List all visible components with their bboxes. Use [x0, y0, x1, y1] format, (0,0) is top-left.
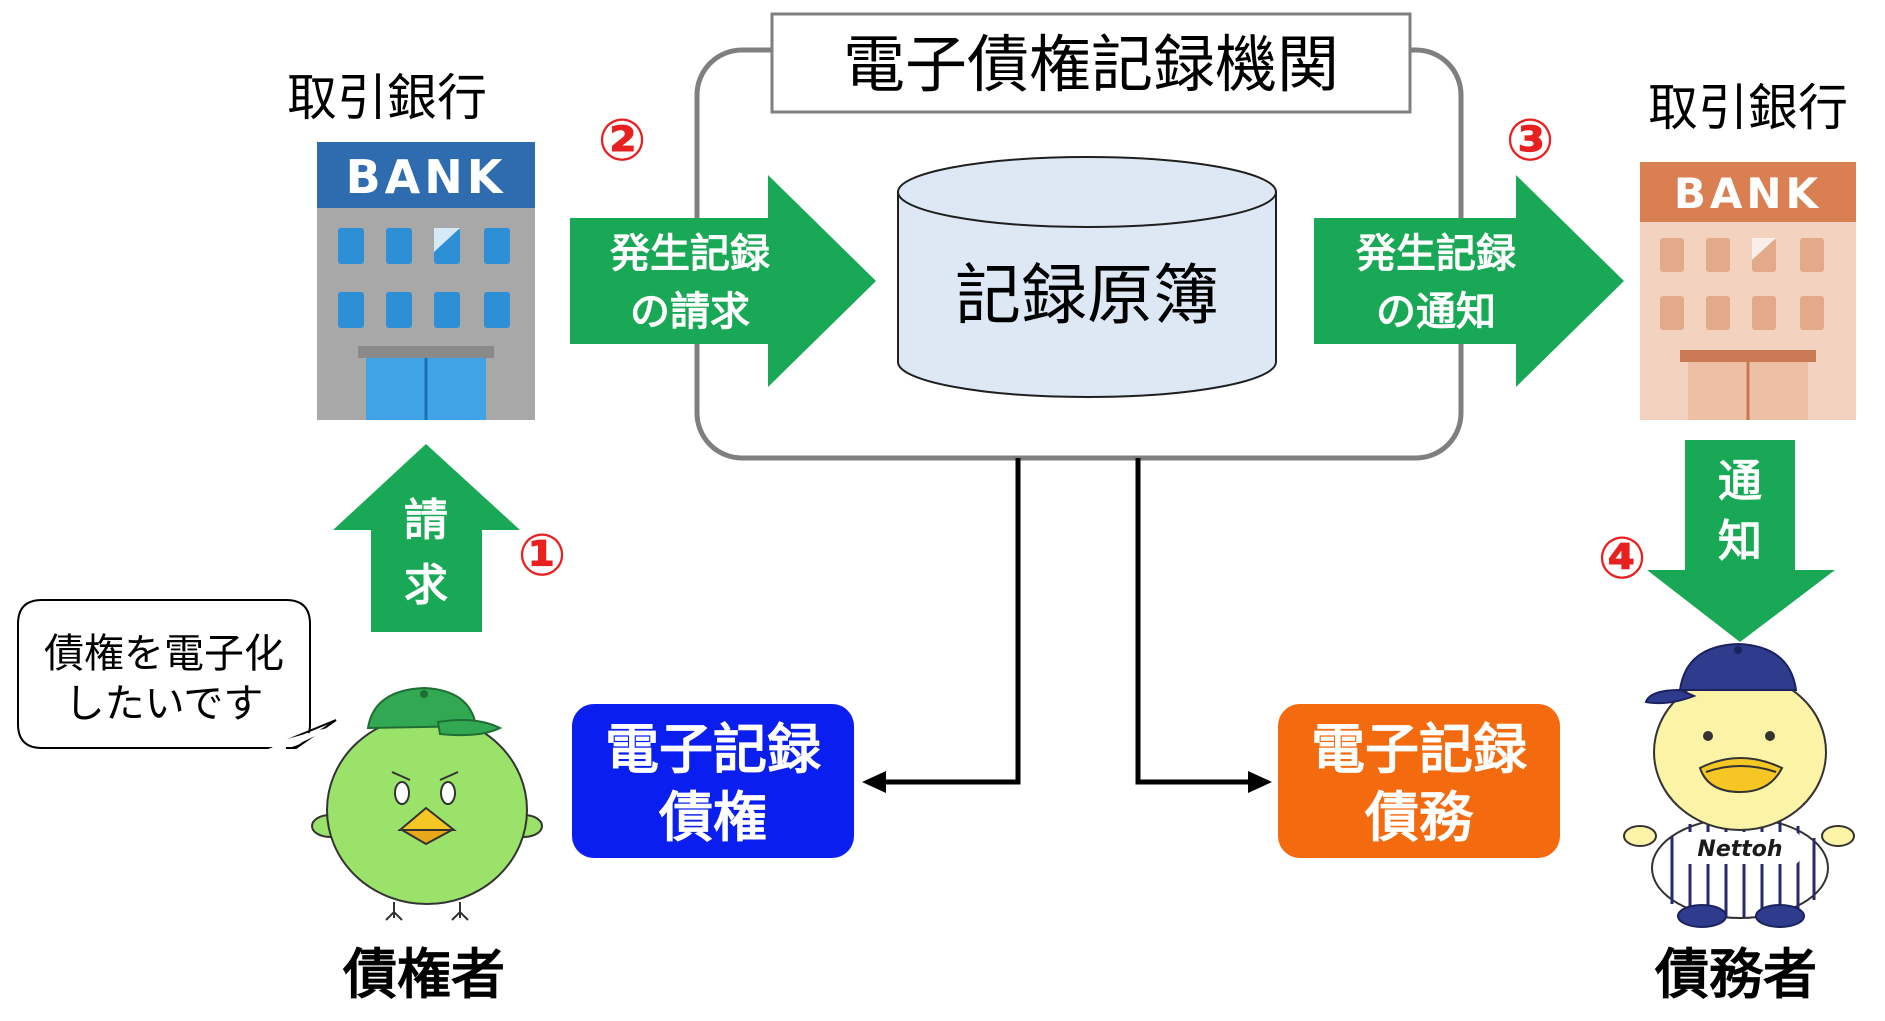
step-3-label-line1: 発生記録 [1356, 231, 1517, 277]
organization-title: 電子債権記録機関 [843, 28, 1339, 101]
line-to-claim-arrowhead [862, 771, 886, 793]
step-2-label-line2: の請求 [630, 289, 750, 335]
claim-line1: 電子記録 [605, 718, 822, 781]
debtor-character: Nettoh 債務者 [1623, 642, 1855, 1006]
step-3-number: ③ [1505, 106, 1554, 174]
ledger-cylinder-body [897, 191, 1277, 398]
step-1-arrow: 請 求 [333, 444, 520, 632]
connector-lines [862, 458, 1272, 793]
step-3-label-line2: の通知 [1376, 289, 1496, 335]
step-3-arrow: 発生記録 の通知 [1314, 175, 1624, 387]
ledger-database: 記録原簿 [897, 156, 1277, 398]
step-1-number: ① [517, 521, 566, 589]
green-bird-icon [311, 686, 543, 921]
left-bank-label: 取引銀行 [287, 69, 487, 127]
debt-line1: 電子記録 [1311, 718, 1528, 781]
step-2-number: ② [597, 106, 646, 174]
right-bank: 取引銀行 BANK [1640, 79, 1856, 420]
left-bank: 取引銀行 BANK [287, 69, 535, 420]
creditor-label: 債権者 [342, 943, 505, 1006]
debt-line2: 債務 [1364, 786, 1474, 849]
electronic-debt-box: 電子記録 債務 [1278, 704, 1560, 858]
step-1-label-line2: 求 [404, 560, 448, 611]
right-bank-sign: BANK [1674, 169, 1822, 218]
step-1-label-line1: 請 [404, 495, 448, 546]
step-2-arrow: 発生記録 の請求 [570, 175, 876, 387]
yellow-bird-icon: Nettoh [1623, 642, 1855, 928]
step-4-arrow: 通 知 [1647, 440, 1835, 642]
claim-line2: 債権 [658, 786, 767, 849]
step-2-label-line1: 発生記録 [610, 231, 771, 277]
electronic-claim-box: 電子記録 債権 [572, 704, 854, 858]
step-4-number: ④ [1597, 524, 1646, 592]
left-bank-sign: BANK [346, 150, 507, 204]
speech-line2: したいです [65, 681, 264, 727]
debtor-label: 債務者 [1654, 943, 1817, 1006]
organization-title-box [770, 12, 1412, 114]
speech-line1: 債権を電子化 [44, 631, 284, 677]
speech-bubble: 債権を電子化 したいです [17, 599, 338, 749]
bank-building-icon: BANK [1640, 162, 1856, 420]
bank-building-icon: BANK [317, 142, 535, 420]
step-4-label-line1: 通 [1718, 456, 1762, 507]
ledger-cylinder-top [897, 156, 1277, 228]
line-to-debt-arrowhead [1248, 771, 1272, 793]
line-to-claim [882, 458, 1021, 785]
uniform-text: Nettoh [1697, 837, 1782, 862]
step-4-label-line2: 知 [1718, 516, 1762, 567]
right-bank-label: 取引銀行 [1648, 79, 1848, 137]
creditor-character: 債権者 [311, 686, 543, 1006]
line-to-debt [1135, 458, 1252, 785]
ledger-label: 記録原簿 [955, 257, 1219, 334]
